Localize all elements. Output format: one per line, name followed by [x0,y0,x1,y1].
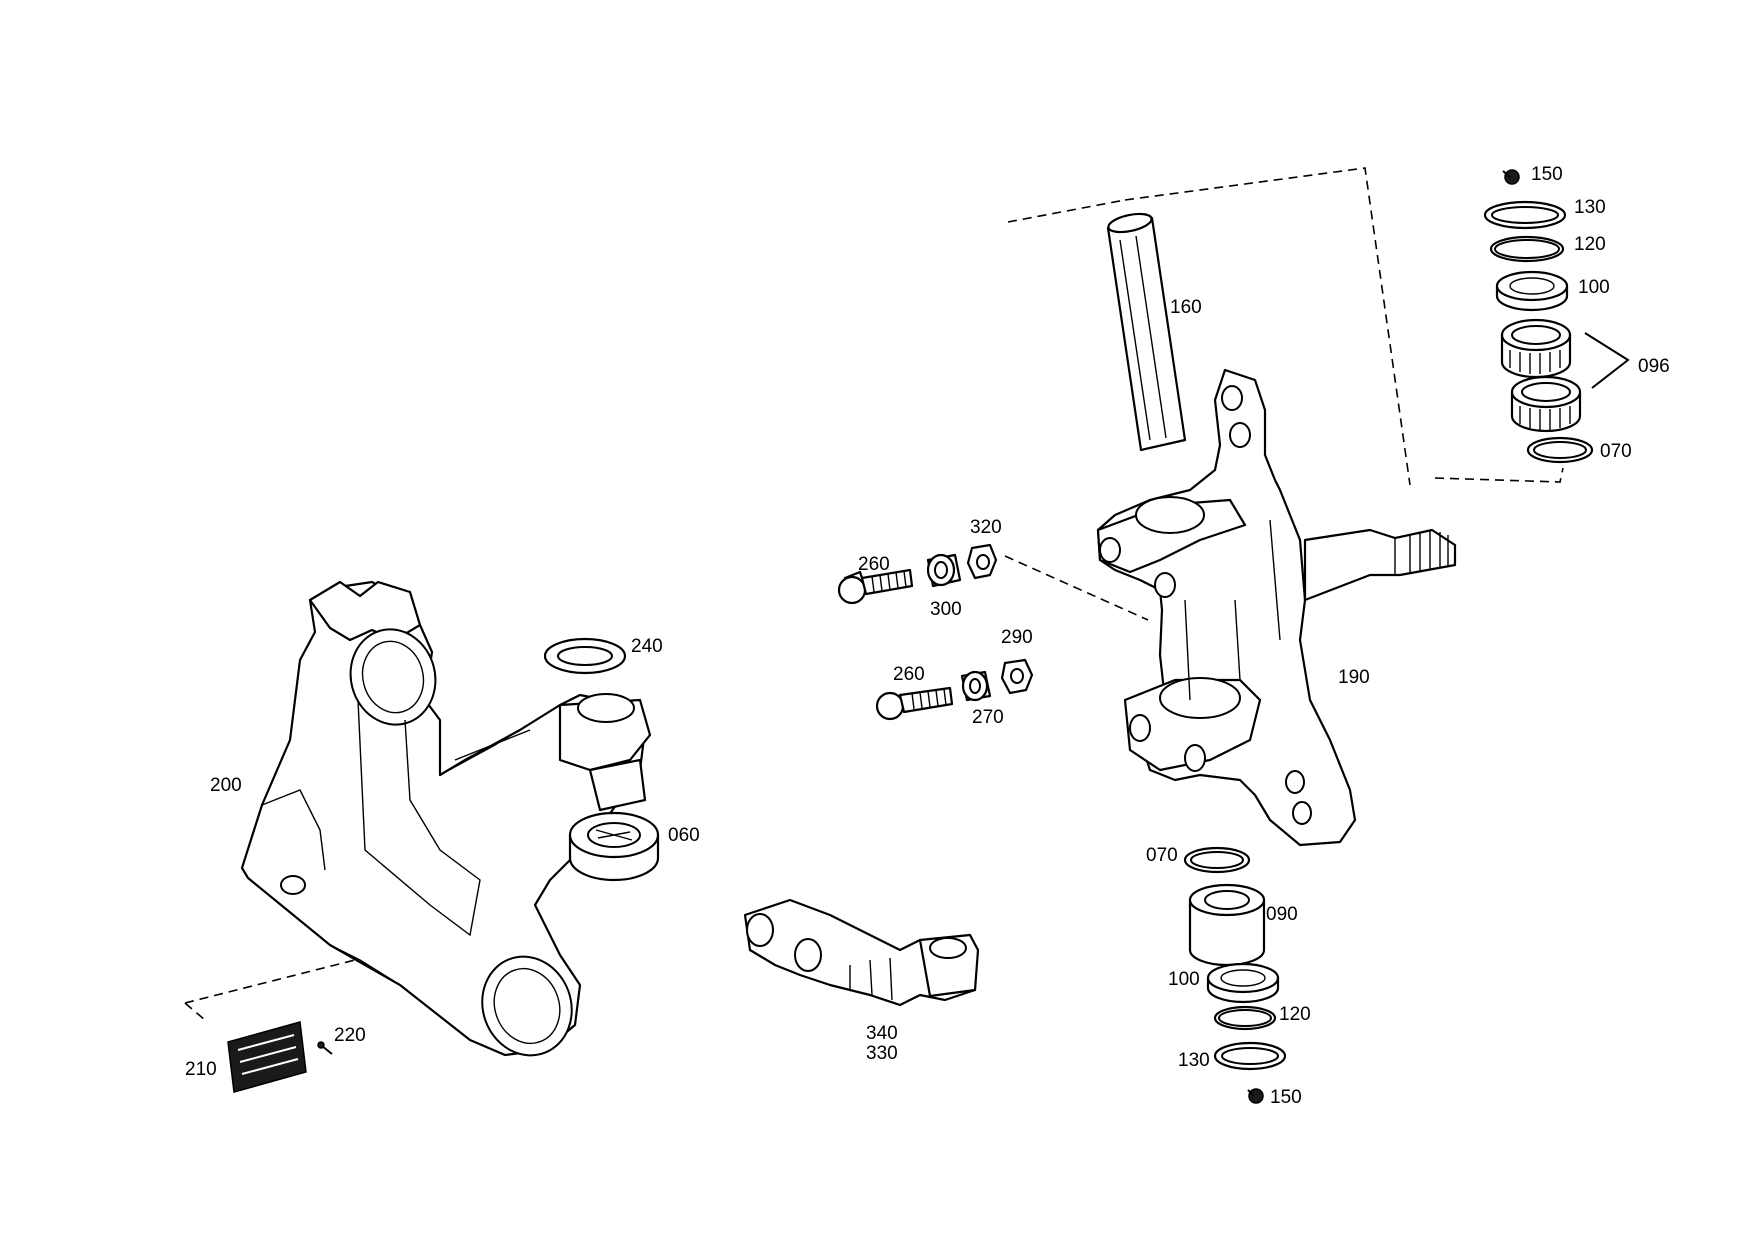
type-plate-part-210 [227,1021,307,1093]
label-290: 290 [1001,627,1033,648]
screw-part-220 [317,1041,333,1055]
label-320: 320 [970,517,1002,538]
bearing-part-090 [1188,883,1266,967]
label-120-upper: 120 [1574,234,1606,255]
bolt-part-260-upper [837,568,914,605]
bearing-part-060 [568,811,660,882]
label-260-upper: 260 [858,554,890,575]
assembly-lines [184,167,1564,1021]
label-210: 210 [185,1059,217,1080]
label-190: 190 [1338,667,1370,688]
nut-part-320 [966,543,998,580]
label-130-upper: 130 [1574,197,1606,218]
label-300: 300 [930,599,962,620]
label-060: 060 [668,825,700,846]
o-ring-part-120-upper [1489,235,1565,263]
spacer-part-270 [960,670,992,702]
cover-part-100-upper [1495,270,1569,312]
circlip-part-130-upper [1483,200,1567,230]
cover-part-100-lower [1206,962,1280,1004]
label-150-lower: 150 [1270,1087,1302,1108]
label-220: 220 [334,1025,366,1046]
washer-part-240 [543,637,627,675]
label-340: 340 [866,1023,898,1044]
label-200: 200 [210,775,242,796]
screw-part-150-lower [1247,1088,1264,1104]
king-pin-part-160 [1106,212,1187,452]
label-260-lower: 260 [893,664,925,685]
label-070-upper: 070 [1600,441,1632,462]
bolt-part-260-lower [875,686,954,721]
label-100-lower: 100 [1168,969,1200,990]
screw-part-150-upper [1502,169,1520,185]
spacer-part-300 [926,553,962,588]
label-150-upper: 150 [1531,164,1563,185]
label-096: 096 [1638,356,1670,377]
label-130-lower: 130 [1178,1050,1210,1071]
label-330: 330 [866,1043,898,1064]
steering-knuckle-part-190 [1096,368,1457,847]
seal-ring-part-070-lower [1183,846,1251,874]
axle-carrier-part-200 [240,580,652,1057]
o-ring-part-120-lower [1213,1005,1277,1031]
nut-part-290 [1000,658,1034,695]
label-270: 270 [972,707,1004,728]
label-070-lower: 070 [1146,845,1178,866]
needle-bearing-part-096-b [1510,375,1582,433]
label-240: 240 [631,636,663,657]
label-120-lower: 120 [1279,1004,1311,1025]
seal-ring-part-070-upper [1526,436,1594,464]
leader-lines-096 [1584,332,1630,389]
steering-arm-part-340-330 [743,898,980,1007]
label-160: 160 [1170,297,1202,318]
circlip-part-130-lower [1213,1041,1287,1071]
needle-bearing-part-096-a [1500,318,1572,379]
label-100-upper: 100 [1578,277,1610,298]
label-090: 090 [1266,904,1298,925]
